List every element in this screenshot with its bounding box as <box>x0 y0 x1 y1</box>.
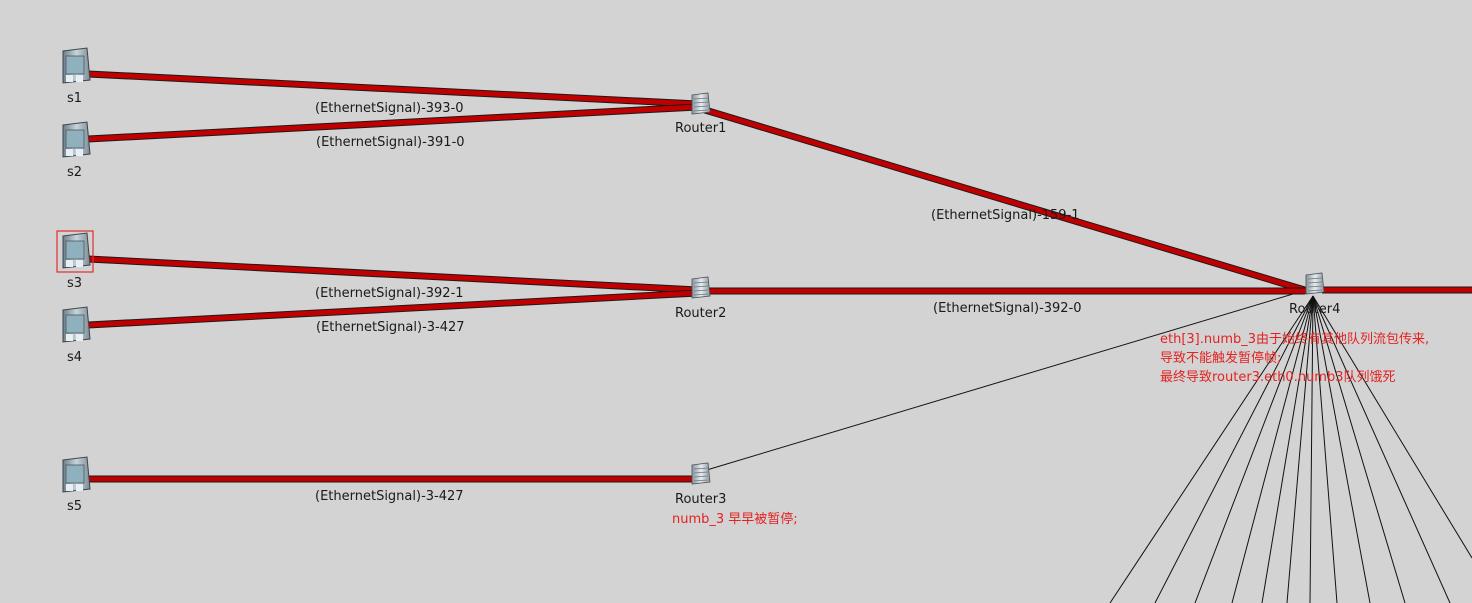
fanout-link[interactable] <box>1312 295 1371 603</box>
host-label-s3: s3 <box>67 276 83 291</box>
active-links <box>87 70 1472 483</box>
host-s1[interactable] <box>62 47 91 84</box>
host-label-s2: s2 <box>67 165 83 180</box>
note-router3: numb_3 早早被暂停; <box>672 512 798 527</box>
router-router4[interactable] <box>1305 272 1325 295</box>
router4-fanout-links <box>1109 295 1472 603</box>
signal-label-s3-router2: (EthernetSignal)-392-1 <box>315 286 464 301</box>
router-label-router2: Router2 <box>675 306 727 321</box>
fanout-link[interactable] <box>1312 295 1338 603</box>
host-label-s5: s5 <box>67 499 83 514</box>
signal-label-s2-router1: (EthernetSignal)-391-0 <box>316 135 465 150</box>
link-s1-router1[interactable] <box>87 70 699 108</box>
router-label-router4: Router4 <box>1289 302 1341 317</box>
fanout-link[interactable] <box>1312 295 1406 603</box>
link-s2-router1[interactable] <box>87 103 699 143</box>
signal-label-s4-router2: (EthernetSignal)-3-427 <box>316 320 465 335</box>
note-router4-line2: 导致不能触发暂停帧; <box>1160 351 1282 366</box>
fanout-link[interactable] <box>1309 295 1314 603</box>
fanout-link[interactable] <box>1312 295 1451 603</box>
router-label-router3: Router3 <box>675 492 727 507</box>
host-s4[interactable] <box>62 306 91 343</box>
link-router3-router4[interactable] <box>699 287 1314 473</box>
signal-label-router2-router4: (EthernetSignal)-392-0 <box>933 301 1082 316</box>
fanout-link[interactable] <box>1154 295 1314 603</box>
fanout-link[interactable] <box>1109 295 1314 603</box>
signal-label-s5-router3: (EthernetSignal)-3-427 <box>315 489 464 504</box>
fanout-link[interactable] <box>1261 295 1314 603</box>
note-router4-line1: eth[3].numb_3由于始终有其他队列流包传来, <box>1160 332 1430 347</box>
link-s3-router2[interactable] <box>87 255 699 294</box>
link-s4-router2[interactable] <box>87 289 699 329</box>
fanout-link[interactable] <box>1194 295 1314 603</box>
host-s2[interactable] <box>62 121 91 158</box>
host-label-s1: s1 <box>67 91 83 106</box>
host-s5[interactable] <box>62 456 91 493</box>
router-router2[interactable] <box>691 276 711 299</box>
signal-label-router1-router4: (EthernetSignal)-159-1 <box>931 208 1080 223</box>
selection-box-s3 <box>56 230 94 273</box>
signal-label-s1-router1: (EthernetSignal)-393-0 <box>315 101 464 116</box>
link-router1-router4[interactable] <box>703 106 1310 295</box>
host-s3[interactable] <box>62 232 91 269</box>
note-router4-line3: 最终导致router3.eth0.numb3队列饿死 <box>1160 370 1396 385</box>
host-label-s4: s4 <box>67 350 83 365</box>
router-router1[interactable] <box>691 92 711 115</box>
router-label-router1: Router1 <box>675 121 727 136</box>
fanout-link[interactable] <box>1312 295 1472 559</box>
router-router3[interactable] <box>691 462 711 485</box>
fanout-link[interactable] <box>1286 295 1314 603</box>
fanout-link[interactable] <box>1231 295 1314 603</box>
